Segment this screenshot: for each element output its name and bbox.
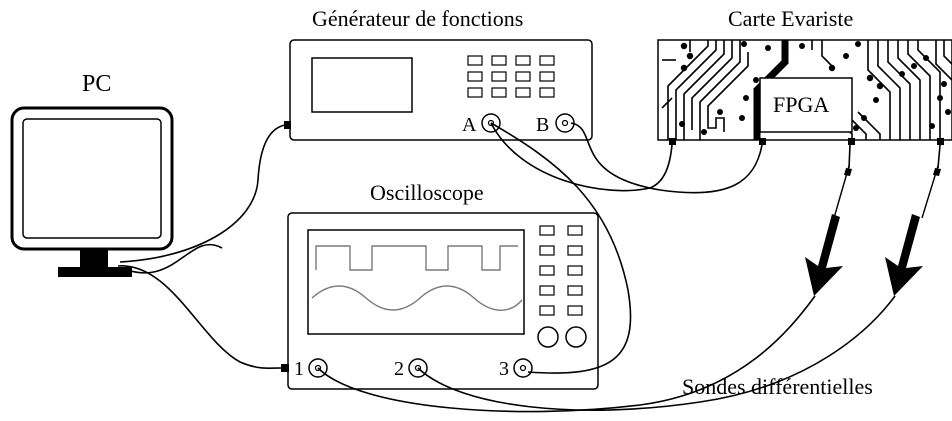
- scope-port-2-label: 2: [394, 358, 404, 380]
- fpga-chip: [759, 77, 853, 133]
- scope-port-3-label: 3: [499, 358, 509, 380]
- scope-port-1-label: 1: [294, 358, 304, 380]
- cable-scope-1-to-probe-1: [317, 295, 816, 413]
- oscilloscope-screen: [307, 229, 525, 335]
- generator-display: [311, 57, 413, 113]
- scope-port-3: [513, 358, 533, 378]
- pc-monitor-base: [58, 267, 132, 277]
- board-vias: [679, 41, 951, 135]
- differential-probe-1: [805, 165, 852, 296]
- cable-scope-2-to-probe-2: [417, 295, 896, 411]
- pc-monitor-screen: [22, 118, 162, 239]
- cable-generator-a-to-board: [490, 122, 673, 192]
- board-label: Carte Evariste: [728, 6, 853, 31]
- cable-pc-to-oscilloscope: [117, 265, 283, 370]
- generator-usb-connector: [284, 121, 291, 129]
- sine-wave-trace: [311, 285, 523, 311]
- probe-2-lead: [937, 144, 941, 169]
- probes-label: Sondes différentielles: [682, 374, 873, 399]
- pc-computer: PC: [10, 71, 174, 277]
- cable-generator-b-to-board: [570, 122, 763, 194]
- generator-port-b-label: B: [536, 114, 549, 136]
- board-connector-1: [669, 138, 676, 145]
- generator-label: Générateur de fonctions: [312, 6, 523, 31]
- fpga-label: FPGA: [773, 92, 829, 117]
- board-traces: [661, 40, 952, 140]
- square-wave-trace: [315, 245, 518, 271]
- pc-label: PC: [82, 71, 111, 97]
- differential-probe-2: [885, 165, 941, 296]
- oscilloscope-knob-right: [565, 326, 587, 348]
- oscilloscope-label: Oscilloscope: [370, 180, 484, 205]
- oscilloscope: Oscilloscope 1 2 3: [281, 180, 599, 390]
- cables: [117, 121, 941, 413]
- oscilloscope-keypad: [539, 225, 583, 316]
- cable-pc-loop: [121, 243, 223, 274]
- board-connector-3: [848, 138, 855, 145]
- evariste-board: Carte Evariste: [657, 6, 952, 145]
- oscilloscope-knob-left: [537, 326, 559, 348]
- generator-port-a-label: A: [462, 114, 477, 136]
- cable-pc-to-generator: [119, 124, 286, 263]
- cable-generator-a-to-scope-3: [490, 122, 632, 374]
- probe-1-lead: [848, 144, 851, 169]
- board-connector-4: [937, 138, 944, 145]
- pc-monitor-neck: [80, 249, 108, 269]
- oscilloscope-usb-connector: [281, 364, 289, 372]
- function-generator: Générateur de fonctions A B: [289, 6, 593, 141]
- generator-keypad: [467, 55, 555, 98]
- board-connector-2: [759, 138, 766, 145]
